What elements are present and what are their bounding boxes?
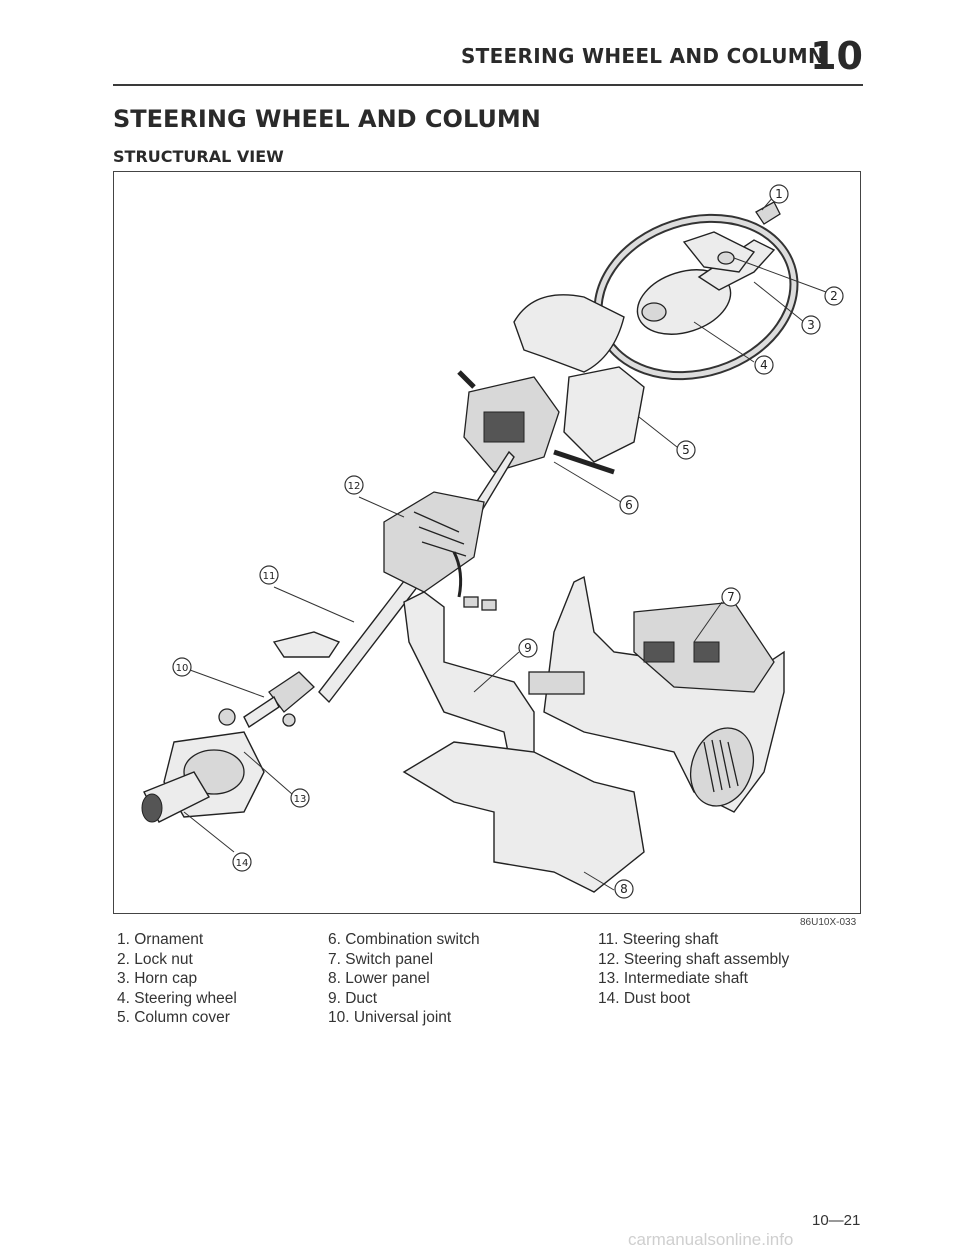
legend-item: 14. Dust boot: [598, 989, 691, 1007]
legend-item: 12. Steering shaft assembly: [598, 950, 790, 968]
legend-item: 10. Universal joint: [328, 1009, 452, 1026]
callout-5: 5: [676, 440, 696, 460]
callout-2: 2: [824, 286, 844, 306]
leader-lines: [183, 195, 827, 891]
switch-panel-drawing: [528, 575, 785, 813]
watermark: carmanualsonline.info: [628, 1230, 794, 1249]
svg-text:9: 9: [524, 641, 532, 655]
callout-12: 12: [344, 475, 364, 495]
legend-item: 13. Intermediate shaft: [598, 970, 748, 987]
header-title: STEERING WHEEL AND COLUMN: [460, 44, 825, 68]
svg-text:1: 1: [775, 187, 783, 201]
dust-boot-drawing: [141, 731, 265, 823]
legend-column-2: 6. Combination switch 7. Switch panel 8.…: [328, 930, 480, 1028]
callout-6: 6: [619, 495, 639, 515]
svg-text:11: 11: [263, 571, 276, 582]
callout-1: 1: [769, 184, 789, 204]
legend-item: 7. Switch panel: [328, 950, 434, 968]
svg-text:6: 6: [625, 498, 633, 512]
ornament-drawing: [755, 201, 781, 225]
subsection-title: STRUCTURAL VIEW: [113, 147, 284, 166]
svg-text:5: 5: [682, 443, 690, 457]
horn-cap-drawing: [682, 231, 756, 273]
section-title: STEERING WHEEL AND COLUMN: [113, 105, 541, 133]
callout-4: 4: [754, 355, 774, 375]
legend-item: 4. Steering wheel: [117, 989, 237, 1007]
svg-text:10: 10: [176, 663, 189, 674]
lock-nut-drawing: [717, 251, 735, 265]
svg-text:14: 14: [236, 858, 249, 869]
legend-column-1: 1. Ornament 2. Lock nut 3. Horn cap 4. S…: [117, 930, 237, 1028]
svg-text:7: 7: [727, 590, 735, 604]
legend-item: 11. Steering shaft: [598, 931, 719, 948]
callout-10: 10: [172, 657, 192, 677]
callout-9: 9: [518, 638, 538, 658]
legend-item: 6. Combination switch: [328, 931, 480, 948]
svg-text:8: 8: [620, 882, 628, 896]
structural-view-figure: 1 2 3 4 5 6 7 8 9 10 11 12 13 14: [113, 171, 861, 914]
legend-item: 8. Lower panel: [328, 970, 430, 987]
callout-8: 8: [614, 879, 634, 899]
svg-text:3: 3: [807, 318, 815, 332]
combination-switch-drawing: [457, 370, 615, 475]
callout-7: 7: [721, 587, 741, 607]
legend-item: 9. Duct: [328, 989, 378, 1007]
page-number: 10—21: [812, 1212, 861, 1229]
lower-panel-drawing: [402, 741, 645, 893]
svg-text:2: 2: [830, 289, 838, 303]
legend-item: 3. Horn cap: [117, 970, 198, 987]
callout-11: 11: [259, 565, 279, 585]
callout-3: 3: [801, 315, 821, 335]
legend-item: 1. Ornament: [117, 931, 204, 948]
legend-item: 5. Column cover: [117, 1009, 230, 1026]
exploded-diagram: 1 2 3 4 5 6 7 8 9 10 11 12 13 14: [141, 184, 844, 899]
universal-joint-drawing: [218, 671, 315, 729]
svg-text:13: 13: [294, 794, 307, 805]
callout-13: 13: [290, 788, 310, 808]
chapter-number: 10: [810, 34, 863, 78]
column-cover-drawing: [513, 294, 625, 373]
legend-item: 2. Lock nut: [117, 950, 193, 968]
svg-text:4: 4: [760, 358, 768, 372]
svg-text:12: 12: [348, 481, 361, 492]
figure-id: 86U10X-033: [800, 917, 857, 928]
page-header: STEERING WHEEL AND COLUMN 10: [113, 34, 863, 86]
steering-shaft-drawing: [272, 450, 515, 704]
legend-column-3: 11. Steering shaft 12. Steering shaft as…: [598, 930, 789, 1008]
callout-14: 14: [232, 852, 252, 872]
